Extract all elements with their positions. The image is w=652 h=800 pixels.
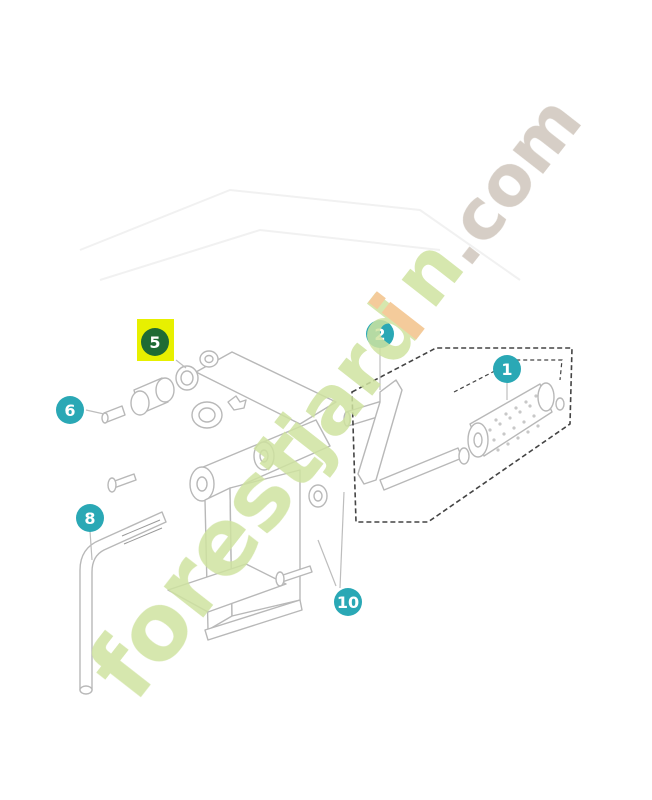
top-plate [195,351,337,425]
drive-shaft [379,447,463,491]
inner-group-frame [453,359,563,393]
wing-nut [227,395,247,411]
callout-label: 8 [84,509,95,528]
washer [199,350,219,368]
callout-5[interactable]: 5 [137,319,174,361]
watermark-domain: .com [417,81,598,281]
assembly-drawing [79,350,565,695]
pin [101,405,126,424]
callout-circle [493,355,521,383]
callout-label: 2 [374,325,385,344]
callout-circle [56,396,84,424]
lower-bolt [275,565,313,587]
callout-1[interactable]: 1 [493,355,521,383]
group-frame-part-1 [351,347,573,523]
hinge-bolt [107,473,137,493]
callout-label: 10 [337,593,359,612]
background-ghost-drawing [79,188,521,281]
callouts: 1 2 5 6 8 10 [56,319,521,616]
spacer [130,377,175,416]
callout-label: 5 [149,333,160,352]
callout-2[interactable]: 2 [366,320,394,348]
grip-washer [458,447,470,465]
end-washer [555,397,565,411]
spring-ring [175,365,199,391]
watermark-brand: forest [68,409,343,719]
callout-circle [366,320,394,348]
grip-texture [488,394,540,452]
callout-label: 6 [64,401,75,420]
callout-circle [334,588,362,616]
bent-handle [79,511,167,695]
callout-circle [76,504,104,532]
callout-10[interactable]: 10 [334,588,362,616]
roller-wheel [191,401,223,429]
callout-label: 1 [501,360,512,379]
callout-circle [141,328,169,356]
handle-grip [467,382,555,458]
callout-8[interactable]: 8 [76,504,104,532]
callout-6[interactable]: 6 [56,396,84,424]
leader-lines [85,347,508,589]
z-shaft [357,379,403,485]
hinge-barrel [189,419,331,502]
